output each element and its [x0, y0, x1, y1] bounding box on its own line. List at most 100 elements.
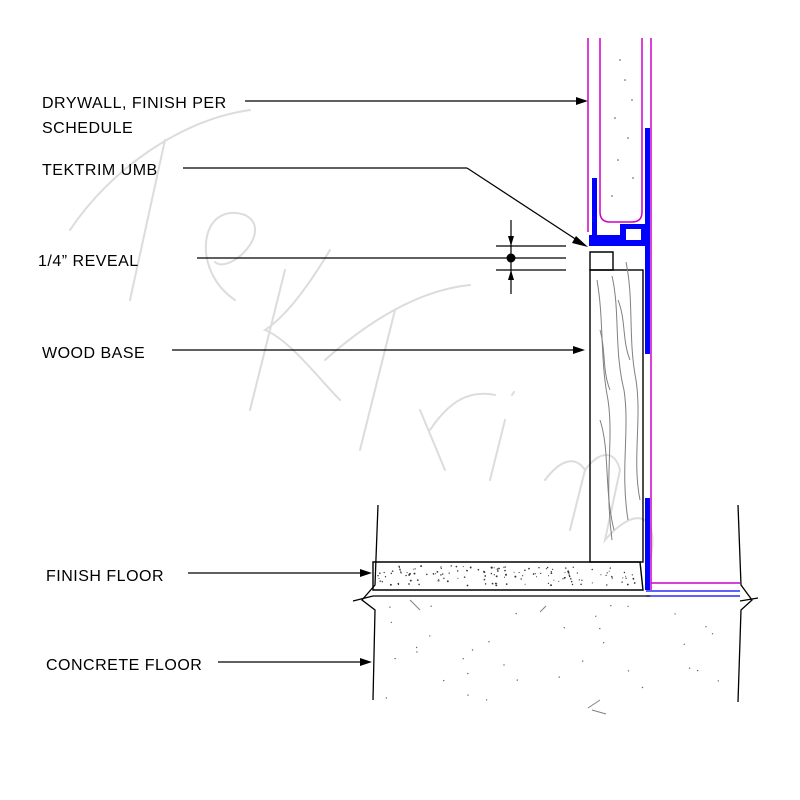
stipple-dot	[516, 679, 518, 681]
stipple-dot	[683, 643, 685, 645]
stipple-dot	[416, 579, 419, 581]
stipple-dot	[711, 633, 714, 635]
stipple-dot	[409, 572, 411, 575]
stipple-dot	[552, 568, 554, 571]
stipple-dot	[408, 583, 410, 585]
stipple-dot	[633, 582, 636, 584]
stipple-dot	[493, 574, 495, 576]
stipple-dot	[412, 568, 414, 570]
stipple-dot	[450, 565, 452, 567]
tektrim-umb-channel	[626, 229, 641, 240]
stipple-dot	[466, 569, 468, 572]
stipple-dot	[581, 660, 584, 662]
stipple-dot	[491, 582, 494, 585]
stipple-dot	[467, 672, 469, 675]
stipple-dot	[611, 575, 613, 578]
stipple-dot	[688, 667, 691, 669]
stipple-dot	[496, 568, 499, 570]
stipple-dot	[420, 565, 423, 568]
stipple-dot	[418, 583, 420, 586]
stipple-dot	[399, 569, 401, 571]
stipple-dot	[398, 565, 400, 568]
label-finish-floor: FINISH FLOOR	[46, 568, 164, 585]
stipple-dot	[513, 571, 515, 573]
wood-base-arrowhead	[573, 346, 585, 354]
stipple-dot	[414, 568, 416, 570]
stipple-dot	[591, 568, 593, 571]
stipple-dot	[377, 574, 379, 577]
stipple-dot	[606, 584, 608, 586]
drywall-arrowhead	[576, 97, 588, 105]
stipple-dot	[394, 657, 396, 660]
stipple-dot	[627, 605, 629, 608]
concrete-floor-arrowhead	[360, 658, 372, 666]
stipple-dot	[553, 579, 555, 581]
stipple-dot	[397, 583, 400, 586]
stipple-dot	[503, 576, 506, 578]
label-reveal: 1/4” REVEAL	[38, 253, 139, 270]
stipple-dot	[591, 582, 593, 584]
drywall	[587, 38, 740, 590]
stipple-dot	[463, 576, 466, 578]
stipple-dot	[495, 575, 498, 578]
stipple-dot	[383, 571, 385, 574]
leader-lines	[172, 100, 584, 663]
stipple-dot	[504, 569, 506, 572]
stipple-dot	[391, 570, 394, 572]
stipple-dot	[595, 615, 597, 617]
label-wood-base: WOOD BASE	[42, 345, 145, 362]
finish-floor	[372, 561, 650, 597]
stipple-dot	[436, 571, 439, 573]
stipple-dot	[409, 579, 412, 582]
stipple-dot	[467, 694, 469, 696]
label-drywall-line2: SCHEDULE	[42, 120, 133, 137]
stipple-dot	[568, 575, 571, 578]
stipple-dot	[564, 571, 566, 573]
stipple-dot	[385, 697, 387, 699]
stipple-dot	[484, 583, 487, 585]
stipple-dot	[390, 621, 392, 624]
stipple-dot	[567, 571, 570, 574]
stipple-dot	[532, 573, 535, 575]
stipple-dot	[563, 576, 566, 579]
stipple-dot	[379, 580, 381, 582]
stipple-dot	[446, 580, 449, 583]
stipple-dot	[469, 566, 472, 569]
stipple-dot	[547, 575, 550, 577]
stipple-dot	[400, 572, 402, 574]
stipple-dot	[505, 583, 508, 585]
label-concrete-floor: CONCRETE FLOOR	[46, 657, 202, 674]
stipple-dot	[390, 572, 393, 575]
stipple-dot	[435, 573, 437, 575]
stipple-dot	[562, 578, 564, 580]
stipple-dot	[443, 679, 445, 682]
stipple-dot	[379, 572, 381, 574]
label-tektrim-umb: TEKTRIM UMB	[42, 162, 158, 179]
stipple-dot	[705, 626, 707, 628]
stipple-dot	[416, 651, 418, 653]
stipple-dot	[609, 567, 611, 569]
stipple-dot	[462, 566, 464, 568]
stipple-dot	[605, 574, 607, 577]
stipple-dot	[495, 584, 498, 587]
stipple-dot	[466, 584, 469, 587]
stipple-dot	[641, 686, 644, 689]
stipple-dot	[389, 583, 392, 586]
stipple-dot	[550, 572, 553, 574]
stipple-dot	[611, 577, 613, 579]
stipple-dot	[581, 579, 583, 581]
drywall-gypsum-stipple	[611, 59, 634, 197]
stipple-dot	[576, 572, 579, 574]
stipple-dot	[570, 580, 573, 583]
stipple-dot	[626, 583, 629, 586]
tektrim-watermark-logo	[69, 109, 654, 561]
wood-base	[589, 251, 644, 563]
stipple-dot	[440, 567, 442, 570]
stipple-dot	[494, 582, 497, 585]
wood-grain	[596, 261, 641, 541]
stipple-dot	[696, 669, 699, 672]
stipple-dot	[497, 570, 499, 572]
stipple-dot	[563, 627, 565, 629]
stipple-dot	[535, 576, 538, 578]
